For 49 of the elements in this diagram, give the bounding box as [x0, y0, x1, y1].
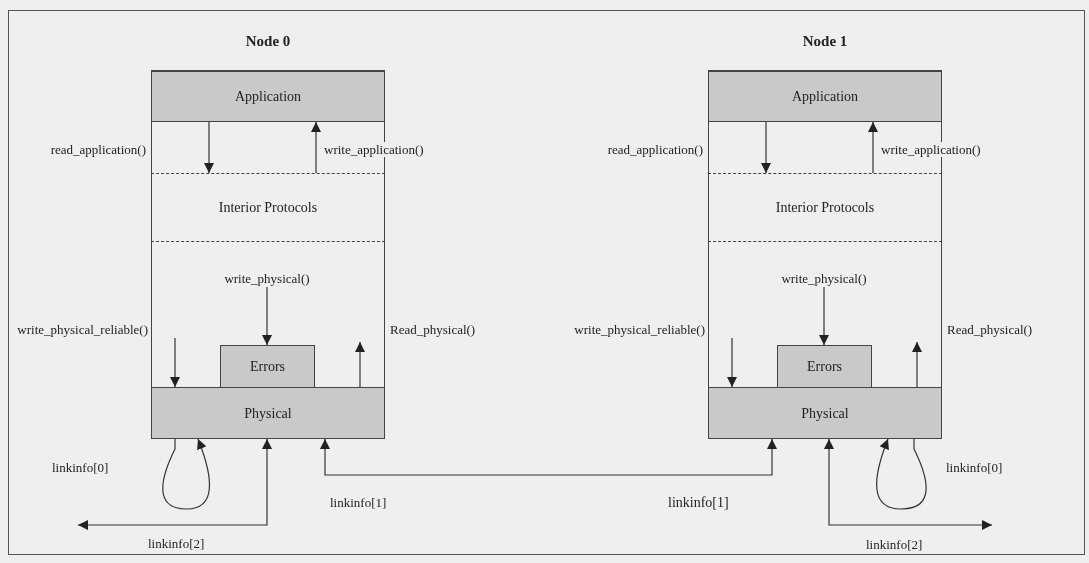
- arrow: [824, 438, 993, 530]
- arrow: [761, 121, 771, 174]
- arrow: [204, 121, 214, 174]
- edge-label: linkinfo[0]: [946, 460, 1003, 475]
- arrow: [320, 438, 777, 476]
- arrow: [912, 341, 922, 388]
- edge-label: read_application(): [607, 142, 703, 157]
- layer-label: Interior Protocols: [775, 199, 875, 217]
- arrow: [868, 121, 878, 174]
- edge-label: Read_physical(): [390, 322, 476, 337]
- layer-label: Interior Protocols: [218, 199, 318, 217]
- node-title: Node 0: [245, 32, 291, 51]
- shaded-layer: [708, 387, 942, 439]
- edge-label: Read_physical(): [947, 322, 1033, 337]
- layer-label: Errors: [250, 358, 285, 376]
- loop-arrow: [876, 438, 927, 510]
- edge-label: linkinfo[2]: [148, 536, 205, 551]
- node-title: Node 1: [802, 32, 848, 51]
- edge-label: write_application(): [881, 142, 981, 157]
- edge-label: write_application(): [324, 142, 424, 157]
- edge-label: linkinfo[1]: [330, 495, 387, 510]
- arrow: [77, 438, 272, 530]
- arrow: [170, 337, 180, 388]
- shaded-layer: [151, 71, 385, 122]
- error-block: [220, 345, 315, 387]
- edge-label: write_physical(): [224, 271, 310, 286]
- arrow: [262, 286, 272, 346]
- layer-label: Physical: [244, 404, 292, 423]
- layer-label: Physical: [801, 404, 849, 423]
- link-label: linkinfo[1]: [668, 495, 729, 510]
- shaded-layer: [151, 387, 385, 439]
- edge-label: write_physical_reliable(): [574, 322, 705, 337]
- edge-label: write_physical(): [781, 271, 867, 286]
- layer-label: Application: [234, 88, 302, 106]
- arrow: [355, 341, 365, 388]
- edge-label: linkinfo[2]: [866, 537, 923, 552]
- edge-label: write_physical_reliable(): [17, 322, 148, 337]
- arrow: [311, 121, 321, 174]
- arrow: [819, 286, 829, 346]
- edge-label: read_application(): [50, 142, 146, 157]
- layer-label: Errors: [807, 358, 842, 376]
- protocol-band: [708, 173, 942, 242]
- arrow: [727, 337, 737, 388]
- layer-label: Application: [791, 88, 859, 106]
- protocol-band: [151, 173, 385, 242]
- error-block: [777, 345, 872, 387]
- shaded-layer: [708, 71, 942, 122]
- edge-label: linkinfo[0]: [52, 460, 109, 475]
- loop-arrow: [162, 438, 211, 510]
